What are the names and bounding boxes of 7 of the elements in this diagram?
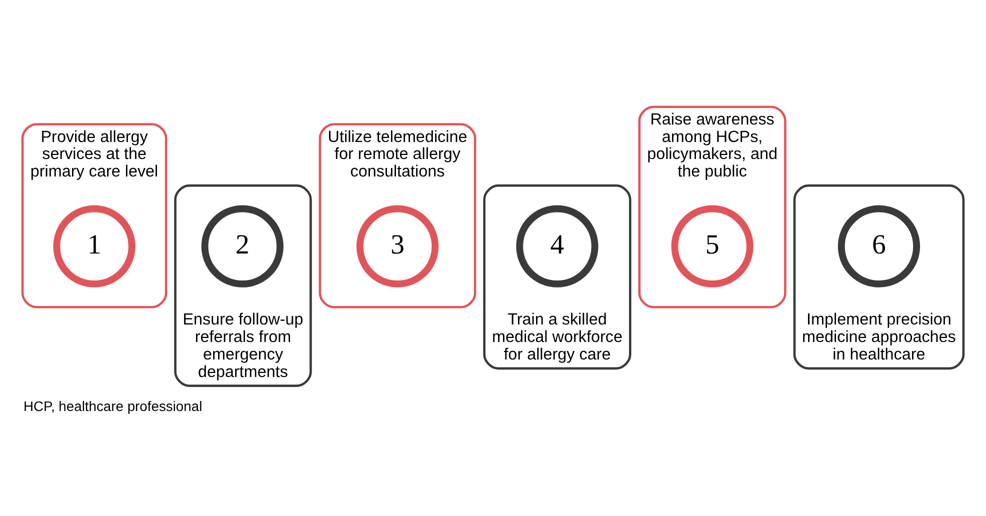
- node-circle: 5: [671, 204, 754, 287]
- node-circle: 6: [838, 204, 920, 287]
- node-circle: 1: [53, 204, 136, 287]
- caption: HCP, healthcare professional: [23, 397, 202, 414]
- node-circle: 3: [356, 204, 439, 287]
- node-circle: 2: [201, 204, 284, 287]
- node-circle: 4: [516, 204, 598, 287]
